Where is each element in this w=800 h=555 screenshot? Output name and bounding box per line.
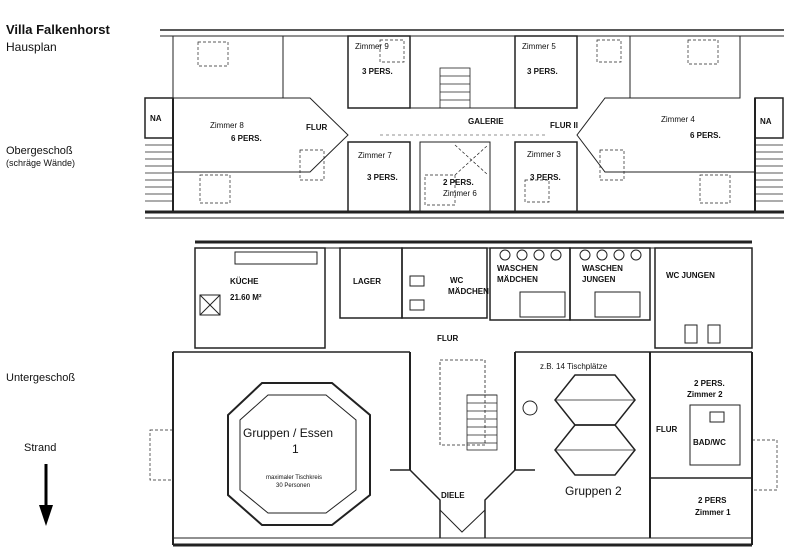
plan-title: Villa Falkenhorst	[6, 22, 110, 37]
wc-maedchen-label-2: MÄDCHEN	[448, 287, 489, 296]
upper-floor-plan	[144, 29, 784, 219]
lower-floor-plan	[149, 240, 778, 547]
waschen-maedchen-label-2: MÄDCHEN	[497, 275, 538, 284]
zimmer7-name: Zimmer 7	[358, 151, 392, 160]
zimmer4-name: Zimmer 4	[661, 115, 695, 124]
zimmer7-capacity: 3 PERS.	[367, 173, 398, 182]
zimmer4-capacity: 6 PERS.	[690, 131, 721, 140]
diele-label: DIELE	[441, 491, 465, 500]
flur2-label: FLUR II	[550, 121, 578, 130]
upper-na-right: NA	[760, 117, 772, 126]
zimmer8-capacity: 6 PERS.	[231, 134, 262, 143]
lower-floor-label: Untergeschoß	[6, 372, 76, 384]
waschen-jungen-label-2: JUNGEN	[582, 275, 616, 284]
zimmer5-capacity: 3 PERS.	[527, 67, 558, 76]
zimmer1-name: Zimmer 1	[695, 508, 731, 517]
upper-na-left: NA	[150, 114, 162, 123]
wc-jungen-label: WC JUNGEN	[666, 271, 715, 280]
waschen-jungen-label-1: WASCHEN	[582, 264, 623, 273]
wc-maedchen-label-1: WC	[450, 276, 464, 285]
upper-floor-note: (schräge Wände)	[6, 158, 76, 168]
zimmer8-name: Zimmer 8	[210, 121, 244, 130]
gruppen-essen-label: Gruppen / Essen	[243, 426, 333, 440]
kueche-area: 21.60 M²	[230, 293, 262, 302]
lower-flur-label: FLUR	[437, 334, 459, 343]
lager-label: LAGER	[353, 277, 381, 286]
tischplaetze-label: z.B. 14 Tischplätze	[540, 362, 608, 371]
zimmer9-capacity: 3 PERS.	[362, 67, 393, 76]
bad-wc-label: BAD/WC	[693, 438, 726, 447]
plan-subtitle: Hausplan	[6, 40, 57, 54]
gruppen2-label: Gruppen 2	[565, 484, 622, 498]
kueche-label: KÜCHE	[230, 277, 259, 286]
zimmer6-name: Zimmer 6	[443, 189, 477, 198]
upper-floor-label: Obergeschoß	[6, 145, 73, 157]
zimmer2-name: Zimmer 2	[687, 390, 723, 399]
waschen-maedchen-label-1: WASCHEN	[497, 264, 538, 273]
strand-arrow-icon	[39, 464, 53, 526]
gruppen-essen-number: 1	[292, 442, 299, 456]
upper-flur-label: FLUR	[306, 123, 328, 132]
lower-flur-right-label: FLUR	[656, 425, 678, 434]
zimmer9-name: Zimmer 9	[355, 42, 389, 51]
zimmer3-capacity: 3 PERS.	[530, 173, 561, 182]
zimmer2-capacity: 2 PERS.	[694, 379, 725, 388]
zimmer5-name: Zimmer 5	[522, 42, 556, 51]
galerie-label: GALERIE	[468, 117, 504, 126]
tischkreis-label-2: 30 Personen	[276, 483, 310, 489]
zimmer1-capacity: 2 PERS	[698, 496, 727, 505]
strand-label: Strand	[24, 442, 57, 454]
tischkreis-label-1: maximaler Tischkreis	[266, 475, 322, 481]
zimmer6-capacity: 2 PERS.	[443, 178, 474, 187]
zimmer3-name: Zimmer 3	[527, 150, 561, 159]
